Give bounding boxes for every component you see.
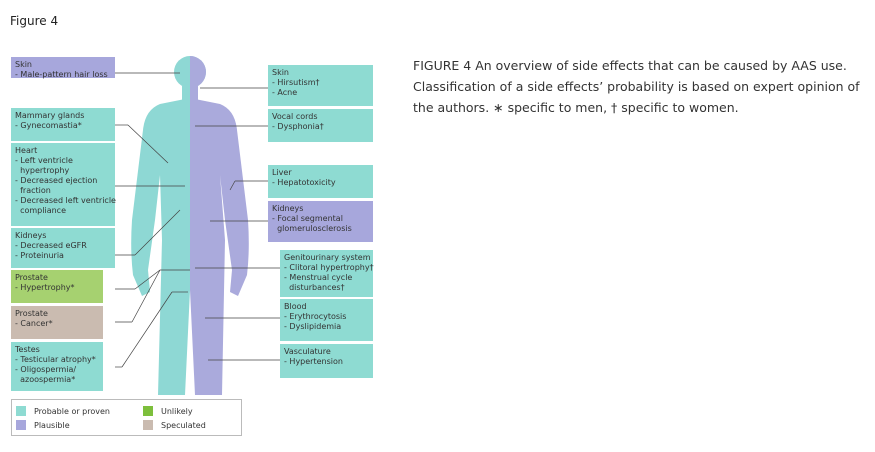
- box-item: - Menstrual cycle disturbances†: [284, 273, 353, 292]
- box-item: - Decreased left ventricle compliance: [15, 196, 116, 215]
- box-title: Prostate: [15, 309, 48, 318]
- box-item: - Dyslipidemia: [284, 322, 342, 331]
- box-item: - Acne: [272, 88, 298, 97]
- legend-swatch-probable: [16, 406, 26, 416]
- box-title: Testes: [15, 345, 40, 354]
- genitourinary-box: Genitourinary system- Clitoral hypertrop…: [280, 250, 374, 297]
- box-title: Vocal cords: [272, 112, 318, 121]
- box-item: - Dysphonia†: [272, 122, 324, 131]
- connector-lines: [115, 72, 280, 368]
- box-title: Vasculature: [284, 347, 331, 356]
- box-title: Kidneys: [272, 204, 304, 213]
- box-item: - Focal segmental glomerulosclerosis: [272, 214, 352, 233]
- box-item: - Left ventricle hypertrophy: [15, 156, 73, 175]
- heart-box: Heart- Left ventricle hypertrophy- Decre…: [11, 143, 116, 226]
- testes-box: Testes- Testicular atrophy*- Oligospermi…: [11, 342, 103, 391]
- box-title: Blood: [284, 302, 307, 311]
- prostate-cancer-box: Prostate- Cancer*: [11, 306, 103, 339]
- box-title: Mammary glands: [15, 111, 85, 120]
- box-item: - Erythrocytosis: [284, 312, 347, 321]
- vasculature-box: Vasculature- Hypertension: [280, 344, 373, 378]
- box-title: Kidneys: [15, 231, 47, 240]
- box-item: - Decreased eGFR: [15, 241, 87, 250]
- box-title: Liver: [272, 168, 292, 177]
- box-title: Prostate: [15, 273, 48, 282]
- box-item: - Male-pattern hair loss: [15, 70, 108, 79]
- skin-left-box: Skin- Male-pattern hair loss: [11, 57, 115, 79]
- figure-caption: FIGURE 4 An overview of side effects tha…: [413, 58, 860, 115]
- box-item: - Hirsutism†: [272, 78, 320, 87]
- kidneys-left-box: Kidneys- Decreased eGFR- Proteinuria: [11, 228, 115, 268]
- skin-right-box: Skin- Hirsutism†- Acne: [268, 65, 373, 106]
- female-half: [190, 56, 249, 395]
- box-item: - Decreased ejection fraction: [15, 176, 98, 195]
- box-item: - Oligospermia/ azoospermia*: [15, 365, 77, 384]
- body-illustration: [115, 56, 280, 395]
- box-item: - Clitoral hypertrophy†: [284, 263, 374, 272]
- legend-label: Unlikely: [161, 406, 193, 416]
- box-item: - Gynecomastia*: [15, 121, 82, 130]
- liver-box: Liver- Hepatotoxicity: [268, 165, 373, 198]
- legend-label: Probable or proven: [34, 406, 110, 416]
- vocal-cords-box: Vocal cords- Dysphonia†: [268, 109, 373, 142]
- kidneys-right-box: Kidneys- Focal segmental glomerulosclero…: [268, 201, 373, 242]
- legend-swatch-speculated: [143, 420, 153, 430]
- legend-label: Plausible: [34, 420, 70, 430]
- blood-box: Blood- Erythrocytosis- Dyslipidemia: [280, 299, 373, 341]
- box-title: Heart: [15, 146, 38, 155]
- box-title: Skin: [272, 68, 290, 77]
- mammary-box: Mammary glands- Gynecomastia*: [11, 108, 115, 141]
- box-item: - Hypertension: [284, 357, 343, 366]
- box-title: Skin: [15, 60, 33, 69]
- box-item: - Testicular atrophy*: [15, 355, 96, 364]
- legend: Probable or proven Plausible Unlikely Sp…: [11, 399, 242, 436]
- prostate-hypertrophy-box: Prostate- Hypertrophy*: [11, 270, 103, 303]
- box-title: Genitourinary system: [284, 253, 371, 262]
- legend-label: Speculated: [161, 420, 206, 430]
- box-item: - Proteinuria: [15, 251, 64, 260]
- box-item: - Hepatotoxicity: [272, 178, 336, 187]
- legend-swatch-plausible: [16, 420, 26, 430]
- box-item: - Hypertrophy*: [15, 283, 75, 292]
- figure-label: Figure 4: [10, 14, 59, 28]
- box-item: - Cancer*: [15, 319, 53, 328]
- legend-swatch-unlikely: [143, 406, 153, 416]
